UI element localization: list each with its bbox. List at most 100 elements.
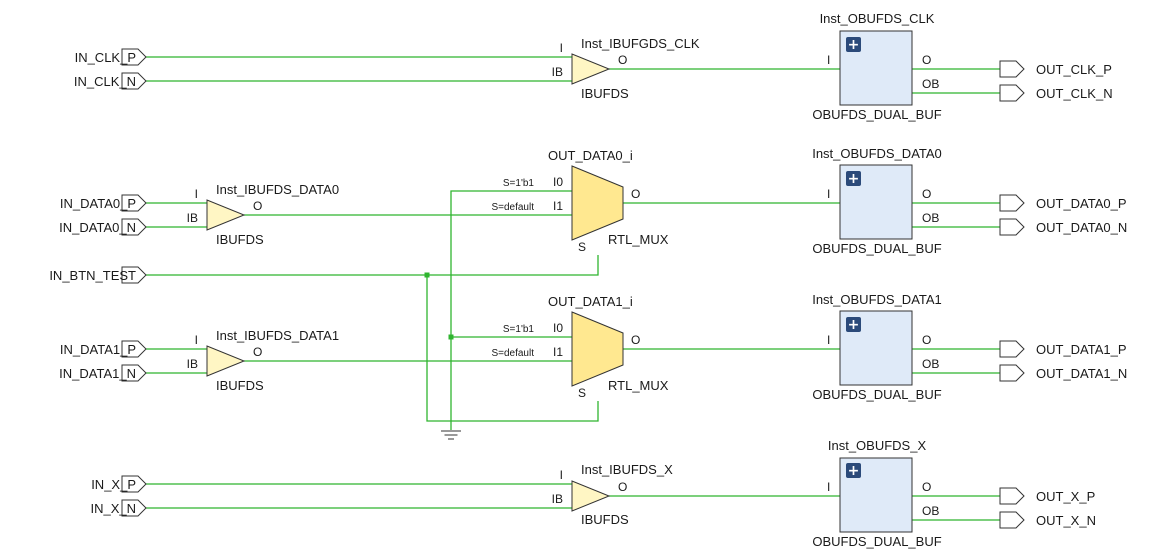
pin-label-o: O [253,345,262,359]
instance-name: OUT_DATA1_i [548,294,633,309]
cell-type: OBUFDS_DUAL_BUF [812,387,941,402]
obuf-cell-data1[interactable]: Inst_OBUFDS_DATA1 + I O OB OBUFDS_DUAL_B… [812,292,942,402]
port-label: OUT_DATA1_P [1036,342,1127,357]
pin-label-i1: I1 [553,199,563,213]
output-port-out-data0-n[interactable]: OUT_DATA0_N [999,218,1127,236]
cell-type: OBUFDS_DUAL_BUF [812,534,941,549]
cell-type: IBUFDS [216,378,264,393]
pin-label-i: I [827,187,830,201]
port-label: IN_DATA1_N [59,366,136,381]
output-port-icon [999,340,1025,358]
wire-const-to-mux0-i0[interactable] [450,190,572,430]
pin-label-i1: I1 [553,345,563,359]
cell-type: OBUFDS_DUAL_BUF [812,241,941,256]
input-port-icon [121,340,147,358]
input-port-in-x-p[interactable]: IN_X_P [91,475,147,493]
output-port-icon [999,60,1025,78]
port-label: IN_X_N [90,501,136,516]
ground-icon [441,430,461,440]
pin-label-i: I [195,333,198,347]
expand-button[interactable] [846,171,861,186]
output-port-out-clk-n[interactable]: OUT_CLK_N [999,84,1113,102]
expand-button[interactable] [846,463,861,478]
instance-name: Inst_OBUFDS_X [828,438,927,453]
pin-label-o: O [922,333,931,347]
instance-name: OUT_DATA0_i [548,148,633,163]
select-condition-label: S=default [491,202,534,213]
ibuf-cell-data0[interactable]: Inst_IBUFDS_DATA0 I IB O IBUFDS [187,182,339,247]
instance-name: Inst_IBUFDS_X [581,462,673,477]
pin-label-ib: IB [187,357,198,371]
output-port-icon [999,364,1025,382]
port-label: OUT_X_P [1036,489,1095,504]
pin-label-i: I [827,480,830,494]
input-port-in-data1-p[interactable]: IN_DATA1_P [60,340,147,358]
output-port-out-data0-p[interactable]: OUT_DATA0_P [999,194,1127,212]
cell-type: RTL_MUX [608,232,669,247]
port-label: IN_DATA0_N [59,220,136,235]
ibuf-cell-x[interactable]: Inst_IBUFDS_X I IB O IBUFDS [552,462,673,527]
input-port-icon [121,475,147,493]
output-port-out-data1-n[interactable]: OUT_DATA1_N [999,364,1127,382]
output-port-out-clk-p[interactable]: OUT_CLK_P [999,60,1112,78]
pin-label-ob: OB [922,77,939,91]
expand-button[interactable] [846,37,861,52]
pin-label-ob: OB [922,504,939,518]
input-port-in-data1-n[interactable]: IN_DATA1_N [59,364,147,382]
input-port-in-clk-n[interactable]: IN_CLK_N [74,72,147,90]
instance-name: Inst_IBUFDS_DATA0 [216,182,339,197]
pin-label-o: O [618,53,627,67]
select-condition-label: S=default [491,348,534,359]
port-label: IN_DATA1_P [60,342,136,357]
input-port-icon [121,266,147,284]
instance-name: Inst_OBUFDS_DATA0 [812,146,942,161]
select-condition-label: S=1'b1 [503,178,535,189]
wire-btn-to-mux1-sel[interactable] [426,275,599,422]
output-port-out-data1-p[interactable]: OUT_DATA1_P [999,340,1127,358]
obuf-cell-data0[interactable]: Inst_OBUFDS_DATA0 + I O OB OBUFDS_DUAL_B… [812,146,942,256]
pin-label-ib: IB [187,211,198,225]
junction-dot [448,334,454,340]
output-port-icon [999,194,1025,212]
port-label: IN_BTN_TEST [49,268,136,283]
obuf-cell-x[interactable]: Inst_OBUFDS_X + I O OB OBUFDS_DUAL_BUF [812,438,941,549]
pin-label-s: S [578,240,586,254]
port-label: OUT_CLK_N [1036,86,1113,101]
port-label: OUT_DATA0_P [1036,196,1127,211]
mux-cell-data0[interactable]: OUT_DATA0_i I0 I1 S=1'b1 S=default O S R… [491,148,668,254]
buffer-triangle-icon [206,199,246,231]
port-label: IN_X_P [91,477,136,492]
pin-label-i: I [560,41,563,55]
input-port-in-clk-p[interactable]: IN_CLK_P [75,48,147,66]
ibuf-cell-clk[interactable]: Inst_IBUFGDS_CLK I IB O IBUFDS [552,36,700,101]
input-port-in-data0-p[interactable]: IN_DATA0_P [60,194,147,212]
cell-type: OBUFDS_DUAL_BUF [812,107,941,122]
pin-label-ob: OB [922,357,939,371]
output-port-out-x-n[interactable]: OUT_X_N [999,511,1096,529]
port-label: OUT_X_N [1036,513,1096,528]
input-port-in-btn-test[interactable]: IN_BTN_TEST [49,266,147,284]
buffer-triangle-icon [206,345,246,377]
expand-button[interactable] [846,317,861,332]
mux-cell-data1[interactable]: OUT_DATA1_i I0 I1 S=1'b1 S=default O S R… [491,294,668,400]
output-port-out-x-p[interactable]: OUT_X_P [999,487,1095,505]
pin-label-i0: I0 [553,175,563,189]
wires [146,56,1000,521]
input-port-in-x-n[interactable]: IN_X_N [90,499,147,517]
output-port-icon [999,487,1025,505]
obuf-cell-clk[interactable]: Inst_OBUFDS_CLK + I O OB OBUFDS_DUAL_BUF [812,11,941,122]
plus-icon: + [848,317,860,333]
input-port-in-data0-n[interactable]: IN_DATA0_N [59,218,147,236]
pin-label-s: S [578,386,586,400]
port-label: OUT_DATA0_N [1036,220,1127,235]
pin-label-i: I [827,333,830,347]
cell-type: RTL_MUX [608,378,669,393]
cell-type: IBUFDS [216,232,264,247]
output-port-icon [999,511,1025,529]
ibuf-cell-data1[interactable]: Inst_IBUFDS_DATA1 I IB O IBUFDS [187,328,339,393]
input-port-icon [121,218,147,236]
wire-btn-to-mux0-sel[interactable] [146,255,599,276]
pin-label-o: O [631,333,640,347]
junction-dot [424,272,430,278]
